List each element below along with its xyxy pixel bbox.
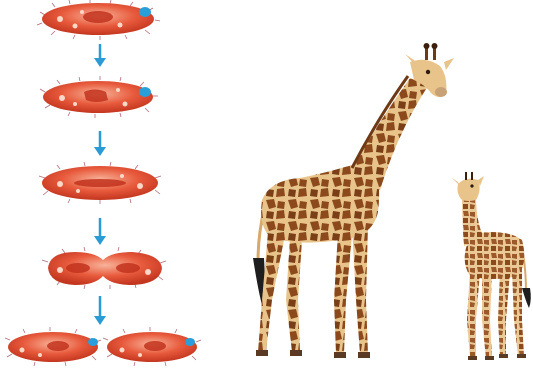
adult-giraffe xyxy=(253,43,454,358)
paramecium-stage-2 xyxy=(40,76,158,118)
down-arrow-icon xyxy=(94,296,106,325)
paramecium-nucleus xyxy=(66,263,90,273)
paramecium-vacuole xyxy=(185,338,195,346)
paramecium-stage-5 xyxy=(5,327,201,366)
paramecium-stage-3 xyxy=(39,162,161,204)
daughter-cell-left xyxy=(5,327,101,366)
calf-head xyxy=(458,179,480,201)
paramecium-stage-4 xyxy=(42,247,166,289)
paramecium-fission-panel xyxy=(5,0,201,366)
down-arrow-icon xyxy=(94,44,106,67)
calf-neck xyxy=(462,196,484,246)
down-arrow-icon xyxy=(94,131,106,156)
paramecium-nucleus xyxy=(116,263,140,273)
paramecium-vacuole xyxy=(88,338,98,346)
down-arrow-icon xyxy=(94,218,106,245)
giraffe-neck xyxy=(352,78,428,190)
paramecium-nucleus xyxy=(84,90,108,103)
paramecium-stage-1 xyxy=(37,0,160,40)
paramecium-vacuole xyxy=(139,7,151,17)
paramecium-nucleus xyxy=(83,11,113,23)
paramecium-vacuole xyxy=(139,87,151,97)
daughter-cell-right xyxy=(103,327,201,366)
giraffe-panel xyxy=(253,43,531,360)
giraffe-calf xyxy=(452,172,531,360)
paramecium-nucleus xyxy=(74,179,126,187)
